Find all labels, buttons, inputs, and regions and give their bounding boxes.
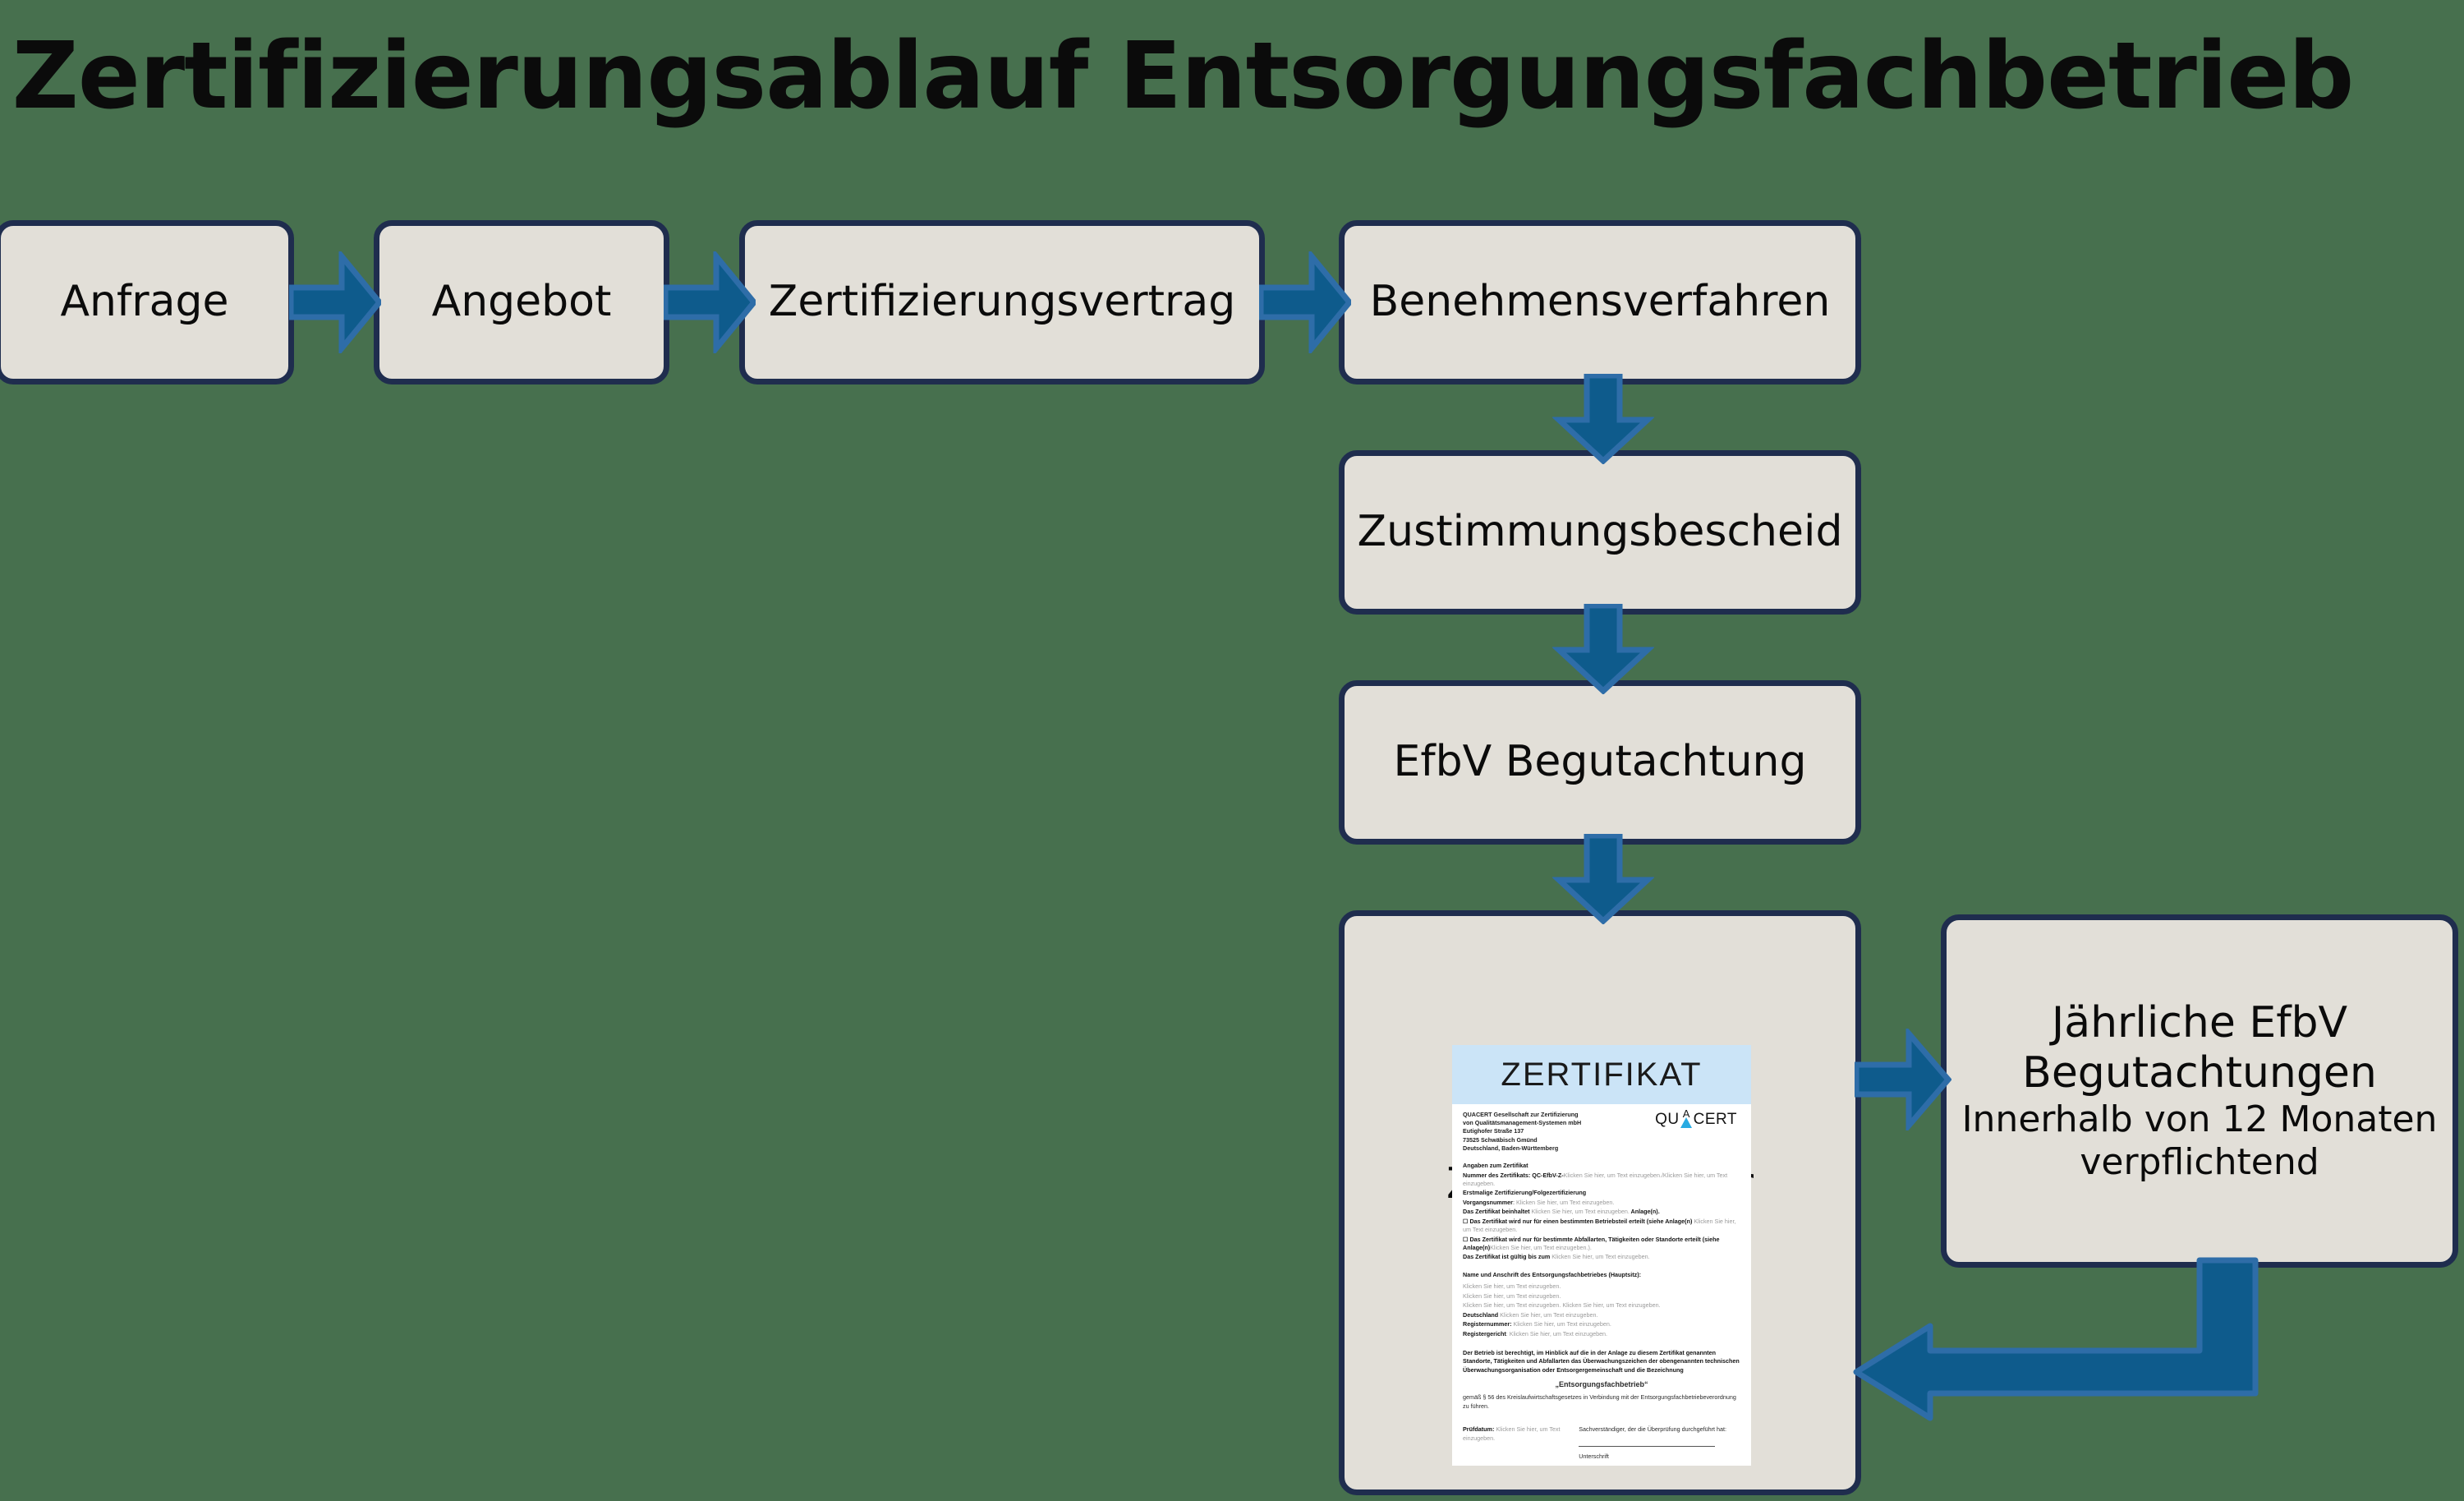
pruefdatum-row: Prüfdatum: Klicken Sie hier, um Text ein… — [1463, 1425, 1561, 1442]
certificate-footer-left: Prüfdatum: Klicken Sie hier, um Text ein… — [1463, 1420, 1570, 1466]
certificate-paragraph-block: Der Betrieb ist berechtigt, im Hinblick … — [1463, 1349, 1740, 1374]
anschrift-line-5: Registernummer: Klicken Sie hier, um Tex… — [1463, 1320, 1611, 1328]
arrow-elbow-left-jaehrliche-back-to-zertifikat — [1840, 1257, 2259, 1471]
anschrift-line-3: Klicken Sie hier, um Text einzugeben. Kl… — [1463, 1301, 1661, 1310]
node-efbv-begutachtung[interactable]: EfbV Begutachtung — [1339, 680, 1861, 845]
anschrift-line-1: Klicken Sie hier, um Text einzugeben. — [1463, 1282, 1561, 1291]
node-jaehrliche-sub-line2: verpflichtend — [2080, 1141, 2319, 1184]
addr-line-3: Eutighofer Straße 137 — [1463, 1127, 1524, 1135]
addr-line-2: von Qualitätsmanagement-Systemen mbH — [1463, 1119, 1582, 1127]
node-jaehrliche-label-line1: Jährliche EfbV — [2051, 997, 2348, 1047]
quacert-logo: QU A CERT — [1655, 1107, 1737, 1129]
cert-line-4: Das Zertifikat beinhaltet Klicken Sie hi… — [1463, 1208, 1660, 1216]
node-jaehrliche-sub-line1: Innerhalb von 12 Monaten — [1961, 1098, 2438, 1141]
node-benehmensverfahren[interactable]: Benehmensverfahren — [1339, 220, 1861, 384]
certificate-banner: ZERTIFIKAT — [1452, 1045, 1751, 1104]
arrow-right-zertifikat-to-jaehrliche — [1855, 1029, 1951, 1130]
node-anfrage-label: Anfrage — [60, 277, 229, 327]
arrow-right-angebot-to-vertrag — [664, 251, 756, 353]
certificate-highlight: „Entsorgungsfachbetrieb“ — [1555, 1380, 1648, 1389]
cert-line-2: Erstmalige Zertifizierung/Folgezertifizi… — [1463, 1189, 1587, 1197]
anschrift-line-4: Deutschland Klicken Sie hier, um Text ei… — [1463, 1310, 1598, 1319]
certificate-document-image: ZERTIFIKAT QUACERT Gesellschaft zur Zert… — [1452, 1045, 1751, 1466]
arrow-down-benehmensverfahren-to-zustimmungsbescheid — [1552, 374, 1654, 464]
cert-line-3: Vorgangsnummer: Klicken Sie hier, um Tex… — [1463, 1198, 1615, 1206]
signature-line-1 — [1579, 1445, 1715, 1447]
node-zertifizierungsvertrag[interactable]: Zertifizierungsvertrag — [739, 220, 1265, 384]
node-angebot-label: Angebot — [431, 277, 612, 327]
sachverstaendiger-label: Sachverständiger, der die Überprüfung du… — [1579, 1425, 1726, 1434]
certificate-section-angaben: Angaben zum Zertifikat Nummer des Zertif… — [1463, 1162, 1740, 1262]
addr-line-4: 73525 Schwäbisch Gmünd — [1463, 1135, 1538, 1144]
certificate-paragraph2-block: gemäß § 56 des Kreislaufwirtschaftsgeset… — [1463, 1393, 1740, 1411]
certificate-section-anschrift: Name und Anschrift des Entsorgungsfachbe… — [1463, 1271, 1740, 1338]
arrow-down-zustimmungsbescheid-to-efbv — [1552, 604, 1654, 694]
logo-text-left: QU — [1655, 1111, 1680, 1128]
arrow-right-anfrage-to-angebot — [289, 251, 381, 353]
node-benehmensverfahren-label: Benehmensverfahren — [1369, 277, 1831, 327]
node-jaehrliche-efbv-begutachtungen[interactable]: Jährliche EfbV Begutachtungen Innerhalb … — [1941, 914, 2458, 1268]
logo-text-right: CERT — [1693, 1111, 1737, 1128]
cert-line-1: Nummer des Zertifikats: QC-EfbV-Z-Klicke… — [1463, 1171, 1728, 1187]
page-title: Zertifizierungsablauf Entsorgungsfachbet… — [11, 23, 2355, 130]
node-zertifizierungsvertrag-label: Zertifizierungsvertrag — [768, 277, 1236, 327]
certificate-paragraph: Der Betrieb ist berechtigt, im Hinblick … — [1463, 1348, 1740, 1374]
anschrift-line-6: Registergericht: Klicken Sie hier, um Te… — [1463, 1329, 1608, 1338]
node-efbv-begutachtung-label: EfbV Begutachtung — [1393, 737, 1807, 787]
node-jaehrliche-label-line2: Begutachtungen — [2022, 1048, 2377, 1098]
section1-heading: Angaben zum Zertifikat — [1463, 1162, 1529, 1170]
cert-line-6: ☐ Das Zertifikat wird nur für bestimmte … — [1463, 1235, 1720, 1252]
node-zustimmungsbescheid[interactable]: Zustimmungsbescheid — [1339, 450, 1861, 615]
cert-line-7: Das Zertifikat ist gültig bis zum Klicke… — [1463, 1253, 1650, 1261]
cert-line-5: ☐ Das Zertifikat wird nur für einen best… — [1463, 1217, 1736, 1234]
unterschrift-label-1: Unterschrift — [1579, 1452, 1609, 1460]
certificate-issuer-address: QUACERT Gesellschaft zur Zertifizierung … — [1463, 1111, 1581, 1153]
node-zustimmungsbescheid-label: Zustimmungsbescheid — [1357, 507, 1843, 557]
arrow-down-efbv-to-zertifikat — [1552, 834, 1654, 924]
certificate-paragraph2: gemäß § 56 des Kreislaufwirtschaftsgeset… — [1463, 1393, 1736, 1410]
logo-a-glyph: A — [1682, 1107, 1690, 1120]
certificate-banner-text: ZERTIFIKAT — [1501, 1056, 1703, 1093]
addr-line-5: Deutschland, Baden-Württemberg — [1463, 1144, 1559, 1152]
section2-heading: Name und Anschrift des Entsorgungsfachbe… — [1463, 1270, 1641, 1278]
anschrift-line-2: Klicken Sie hier, um Text einzugeben. — [1463, 1292, 1561, 1300]
node-anfrage[interactable]: Anfrage — [0, 220, 294, 384]
certificate-footer: Prüfdatum: Klicken Sie hier, um Text ein… — [1463, 1420, 1740, 1466]
addr-line-1: QUACERT Gesellschaft zur Zertifizierung — [1463, 1111, 1579, 1118]
node-angebot[interactable]: Angebot — [374, 220, 669, 384]
arrow-right-vertrag-to-benehmensverfahren — [1259, 251, 1351, 353]
logo-triangle-icon: A — [1679, 1107, 1694, 1129]
certificate-footer-right: Sachverständiger, der die Überprüfung du… — [1579, 1420, 1740, 1466]
